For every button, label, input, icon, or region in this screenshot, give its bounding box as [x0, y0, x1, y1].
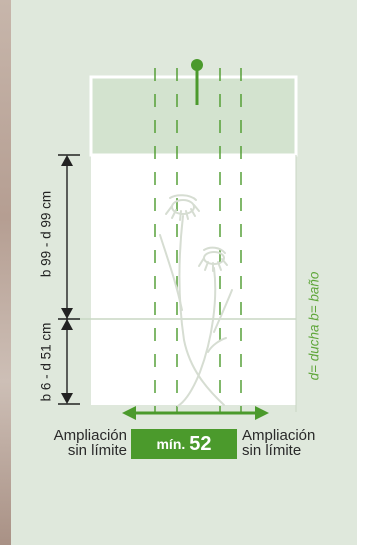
right-extension-line1: Ampliación — [242, 427, 316, 444]
pin-icon — [191, 59, 203, 105]
minimum-width-badge: mín. 52 — [131, 429, 237, 459]
double-arrow-icon — [122, 406, 269, 420]
badge-prefix: mín. — [156, 436, 186, 452]
dim-upper-label: b 99 - d 99 cm — [38, 190, 54, 278]
right-extension-label: Ampliación sin límite — [242, 428, 315, 458]
top-frame — [89, 75, 298, 157]
glass-pane — [91, 155, 296, 405]
height-dimension — [58, 154, 80, 405]
left-extension-label: Ampliación sin límite — [54, 428, 127, 458]
right-extension-line2: sin límite — [242, 442, 302, 459]
left-extension-line1: Ampliación — [53, 427, 127, 444]
legend-note: d= ducha b= baño — [306, 271, 322, 381]
right-margin — [357, 0, 368, 545]
badge-value: 52 — [189, 432, 212, 455]
left-extension-line2: sin límite — [67, 442, 127, 459]
guide-lines — [154, 68, 242, 412]
flower-illustration-icon — [159, 194, 233, 407]
photo-edge-strip — [0, 0, 11, 545]
dim-lower-label: b 6 - d 51 cm — [38, 322, 54, 402]
